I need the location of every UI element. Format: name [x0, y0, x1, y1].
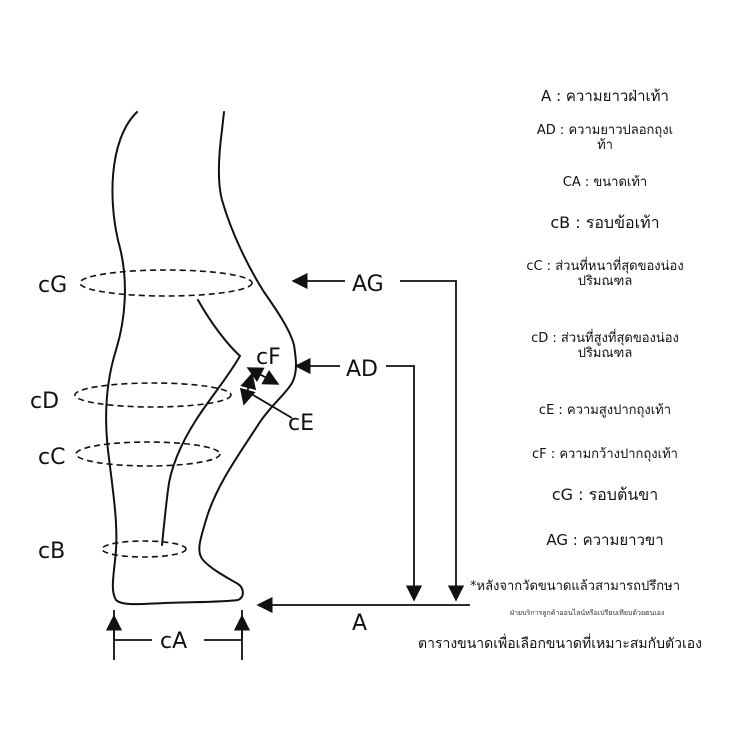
leg-inner-contour [161, 299, 241, 546]
circumference-guides [74, 269, 253, 558]
label-cE: cE [288, 411, 314, 436]
legend-item-ce: cE : ความสูงปากถุงเท้า [538, 403, 672, 418]
leg-contour [105, 111, 297, 606]
cf-arrow [246, 367, 280, 385]
legend-item-a: A : ความยาวฝ่าเท้า [541, 87, 669, 105]
legend-item-cd: cD : ส่วนที่สูงที่สุดของน่อง ปริมณฑล [531, 331, 679, 361]
cD-guide [74, 382, 232, 408]
leg-outline [105, 111, 297, 606]
label-cF: cF [256, 345, 281, 370]
ce-leader [247, 391, 293, 419]
cC-guide [75, 441, 221, 467]
legend-item-cg: cG : รอบต้นขา [551, 485, 659, 504]
cG-guide [79, 269, 253, 297]
label-cD: cD [30, 389, 59, 414]
label-cA: cA [160, 629, 187, 654]
label-A: A [352, 611, 367, 636]
measurement-lines [105, 272, 470, 660]
label-cB: cB [38, 539, 65, 564]
ag-arrow-down [400, 280, 465, 602]
label-AG: AG [352, 272, 384, 297]
ce-arrow [239, 372, 257, 406]
diagram-labels: cG cD cC cB cA cF cE AG AD A [30, 272, 384, 654]
legend-item-cf: cF : ความกว้างปากถุงเท้า [532, 447, 678, 462]
footer-note: ตารางขนาดเพื่อเลือกขนาดที่เหมาะสมกับตัวเ… [418, 636, 702, 652]
legend-item-ca: CA : ขนาดเท้า [562, 175, 648, 190]
label-cC: cC [38, 445, 65, 470]
legend-item-cb: cB : รอบข้อเท้า [550, 213, 660, 232]
consult-note: *หลังจากวัดขนาดแล้วสามารถปรึกษา [470, 579, 681, 594]
label-cG: cG [38, 273, 67, 298]
legend-item-ad: AD : ความยาวปลอกถุงเ ท้า [536, 123, 674, 153]
legend-item-cc: cC : ส่วนที่หนาที่สุดของน่อง ปริมณฑล [526, 259, 684, 289]
ad-arrow-down [386, 365, 423, 602]
label-AD: AD [346, 357, 378, 382]
cB-guide [101, 540, 187, 558]
service-note: ฝ่ายบริการลูกค้าออนไลน์หรือเปรียบเทียบด้… [510, 609, 665, 617]
legend-item-ag: AG : ความยาวขา [546, 531, 664, 549]
